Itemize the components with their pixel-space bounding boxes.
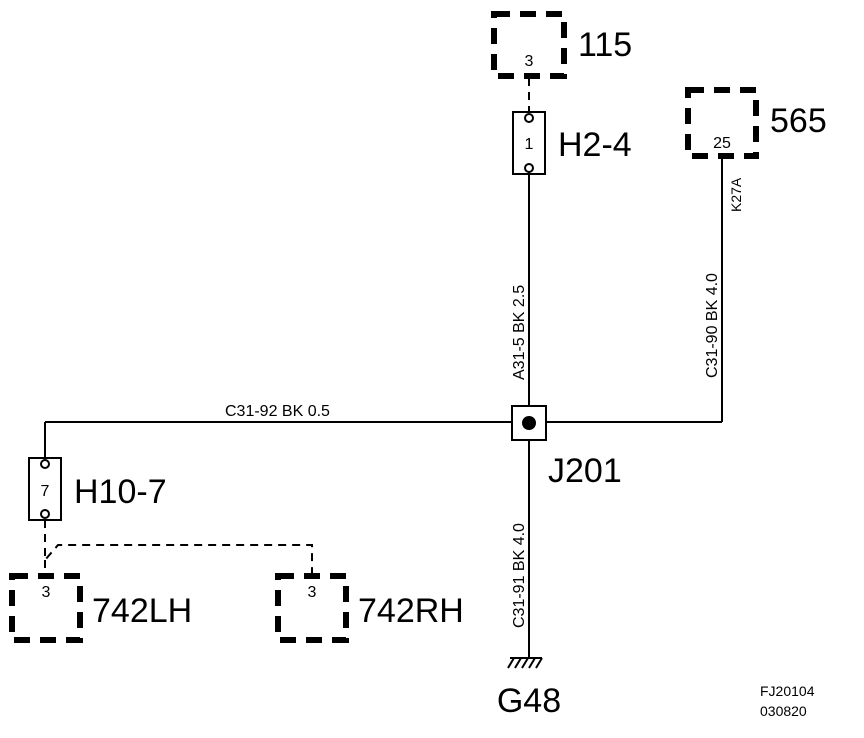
splice-j201: J201 — [511, 405, 622, 490]
component-742lh-box — [9, 573, 83, 643]
ground-hatch-1 — [507, 657, 515, 669]
connector-h10-7-pin: 7 — [41, 483, 50, 500]
reference-line-1: FJ20104 — [760, 683, 815, 699]
ground-g48: G48 — [497, 657, 561, 720]
connector-h10-7-label: H10-7 — [74, 473, 167, 511]
wire-c31-91-label: C31-91 BK 4.0 — [511, 523, 528, 628]
component-565-label: 565 — [770, 102, 827, 140]
connector-h2-4-body — [512, 111, 546, 175]
wire-c31-92-label: C31-92 BK 0.5 — [225, 403, 330, 420]
component-115-pin: 3 — [525, 53, 534, 70]
ground-g48-label: G48 — [497, 682, 561, 720]
component-115-box — [491, 11, 567, 79]
wire-to-742-branch — [44, 520, 313, 576]
connector-h2-4: 1 H2-4 — [512, 111, 632, 175]
component-565-pin: 25 — [713, 135, 731, 152]
component-565: 25 565 — [685, 87, 827, 159]
connector-h10-7: 7 H10-7 — [28, 457, 167, 521]
connector-h10-7-top-pin — [40, 459, 50, 469]
ground-hatch-2 — [514, 657, 522, 669]
component-742rh-pin: 3 — [308, 584, 317, 601]
component-115: 3 115 — [491, 11, 632, 79]
component-742lh-pin: 3 — [42, 584, 51, 601]
wire-k27a-label: K27A — [728, 177, 744, 212]
connector-h2-4-top-pin — [524, 113, 534, 123]
component-742lh: 3 742LH — [9, 573, 192, 643]
connector-h2-4-label: H2-4 — [558, 126, 632, 164]
ground-hatch-4 — [528, 657, 536, 669]
component-115-label: 115 — [578, 26, 632, 64]
connector-h2-4-pin: 1 — [525, 136, 534, 153]
wire-a31-5-label: A31-5 BK 2.5 — [511, 285, 528, 380]
connector-h2-4-bottom-pin — [524, 163, 534, 173]
splice-j201-label: J201 — [548, 452, 622, 490]
ground-hatch-5 — [535, 657, 543, 669]
ground-hatch-3 — [521, 657, 529, 669]
component-742lh-label: 742LH — [92, 592, 192, 630]
component-742rh-box — [275, 573, 349, 643]
component-742rh-label: 742RH — [358, 592, 464, 630]
connector-h10-7-bottom-pin — [40, 509, 50, 519]
wire-c31-90-label: C31-90 BK 4.0 — [704, 273, 721, 378]
reference-line-2: 030820 — [760, 703, 807, 719]
splice-j201-dot — [522, 416, 536, 430]
component-742rh: 3 742RH — [275, 573, 464, 643]
